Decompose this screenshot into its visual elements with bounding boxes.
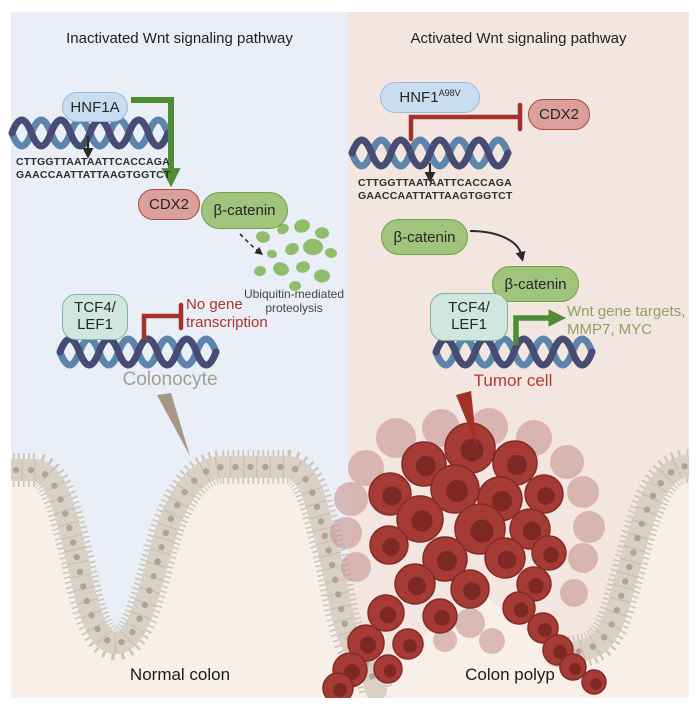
- cdx2-node-right: CDX2: [528, 99, 590, 130]
- dna-sequence-right-line2: GAACCAATTATTAAGTGGTCT: [358, 190, 513, 203]
- normal-colon-caption: Normal colon: [129, 665, 231, 684]
- dna-sequence-right: CTTGGTTAATAATTCACCAGA GAACCAATTATTAAGTGG…: [358, 177, 512, 203]
- cdx2-node-left: CDX2: [138, 189, 200, 220]
- tumor-cell-pointer: [456, 391, 477, 447]
- colonocyte-label: Colonocyte: [122, 369, 218, 390]
- dna-sequence-right-line1: CTTGGTTAATAATTCACCAGA: [358, 177, 512, 189]
- beta-catenin-free-node: β-catenin: [381, 219, 468, 255]
- hnf1a-node: HNF1A: [62, 92, 128, 122]
- proteolysis-label-line1: Ubiquitin-mediated: [243, 287, 345, 301]
- epithelium-nuclei: [12, 463, 688, 680]
- colon-epithelium: [11, 449, 689, 698]
- dna-helix-left-top: [8, 116, 172, 150]
- beta-catenin-translocation-arrow: [469, 230, 526, 262]
- lef1-label: LEF1: [77, 316, 113, 333]
- inhibition-bar-no-transcription: [141, 302, 184, 341]
- right-panel-title: Activated Wnt signaling pathway: [410, 30, 627, 47]
- tcf4-lef1-node-right: TCF4/ LEF1: [430, 293, 508, 341]
- inhibition-bar-hnf1-cdx2: [408, 102, 523, 142]
- tcf4-label-right: TCF4/: [448, 299, 490, 317]
- dna-helix-left-bottom: [56, 335, 220, 369]
- hnf1-mutant-base: HNF1: [399, 89, 439, 106]
- no-transcription-line1: No gene: [186, 296, 243, 313]
- beta-catenin-node-left: β-catenin: [201, 192, 288, 229]
- proteolysis-label: Ubiquitin-mediated proteolysis: [228, 287, 360, 315]
- wnt-targets-label: Wnt gene targets, MMP7, MYC: [567, 303, 685, 338]
- tumor-outer-cells: [330, 408, 605, 654]
- activation-arrow-hnf1a-to-cdx2: [131, 97, 181, 188]
- dna-helix-right-top: [348, 136, 512, 170]
- degradation-dashed-arrow: [239, 233, 263, 255]
- tumor-cell-label: Tumor cell: [473, 371, 553, 390]
- dna-sequence-left-line1: CTTGGTTAATAATTCACCAGA: [16, 156, 170, 168]
- dna-sequence-left: CTTGGTTAATAATTCACCAGA GAACCAATTATTAAGTGG…: [16, 156, 170, 182]
- colon-polyp-caption: Colon polyp: [465, 665, 555, 684]
- dna-helix-right-bottom: [432, 335, 596, 369]
- tcf4-label: TCF4/: [74, 299, 116, 317]
- no-transcription-label: No gene transcription: [186, 296, 268, 332]
- hnf1-mutation-superscript: A98V: [438, 87, 461, 98]
- wnt-targets-line2: MMP7, MYC: [567, 320, 653, 338]
- colonocyte-pointer: [157, 393, 190, 456]
- lef1-label-right: LEF1: [451, 316, 487, 333]
- tcf4-lef1-node-left: TCF4/ LEF1: [62, 294, 128, 340]
- no-transcription-line2: transcription: [186, 314, 268, 331]
- proteolysis-fragments: [254, 219, 337, 291]
- dna-sequence-left-line2: GAACCAATTATTAAGTGGTCT: [16, 169, 171, 182]
- proteolysis-label-line2: proteolysis: [265, 301, 323, 316]
- left-panel-title: Inactivated Wnt signaling pathway: [66, 30, 293, 47]
- beta-catenin-bound-node: β-catenin: [492, 266, 579, 302]
- transcription-arrow-wnt-targets: [513, 309, 567, 345]
- wnt-targets-line1: Wnt gene targets,: [567, 303, 686, 320]
- tumor-cells: [322, 422, 607, 698]
